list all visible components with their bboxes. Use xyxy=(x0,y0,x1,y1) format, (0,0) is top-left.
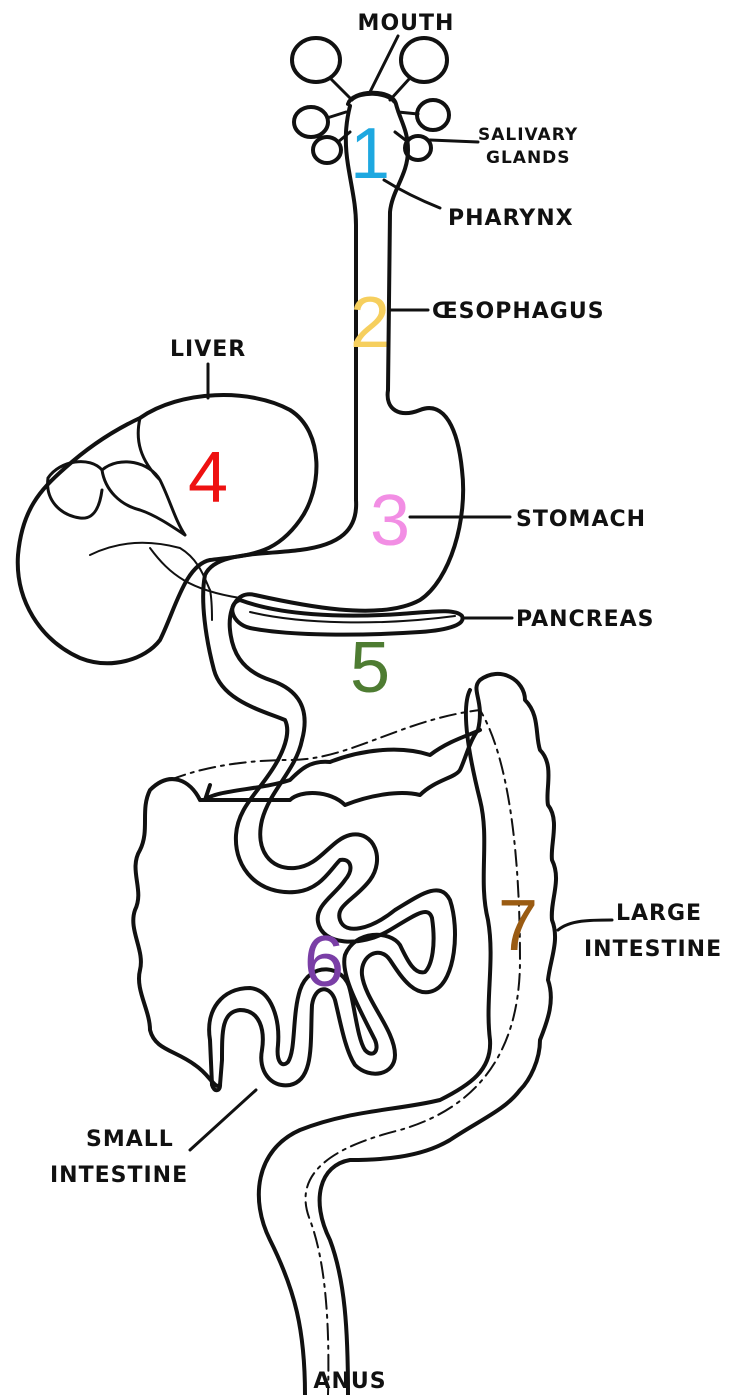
label-salivary-1: SALIVARY xyxy=(478,125,578,145)
number-5: 5 xyxy=(350,628,390,708)
liver-outline xyxy=(18,395,317,663)
label-liver: LIVER xyxy=(170,337,246,362)
number-3: 3 xyxy=(370,481,410,561)
stomach-outline xyxy=(230,390,463,740)
number-7: 7 xyxy=(498,886,538,966)
label-small-2: INTESTINE xyxy=(50,1163,188,1188)
label-large-1: LARGE xyxy=(616,901,702,926)
label-stomach: STOMACH xyxy=(516,507,646,532)
pancreas-outline xyxy=(232,600,462,635)
label-pancreas: PANCREAS xyxy=(516,607,655,632)
number-2: 2 xyxy=(350,283,390,363)
label-oesophagus: ŒSOPHAGUS xyxy=(432,299,605,324)
label-anus: ANUS xyxy=(313,1369,386,1394)
number-6: 6 xyxy=(304,922,344,1002)
label-mouth: MOUTH xyxy=(358,11,455,36)
label-pharynx: PHARYNX xyxy=(448,206,574,231)
number-1: 1 xyxy=(350,114,390,194)
number-4: 4 xyxy=(188,438,228,518)
label-salivary-2: GLANDS xyxy=(486,148,571,168)
label-large-2: INTESTINE xyxy=(584,937,722,962)
label-small-1: SMALL xyxy=(86,1127,174,1152)
